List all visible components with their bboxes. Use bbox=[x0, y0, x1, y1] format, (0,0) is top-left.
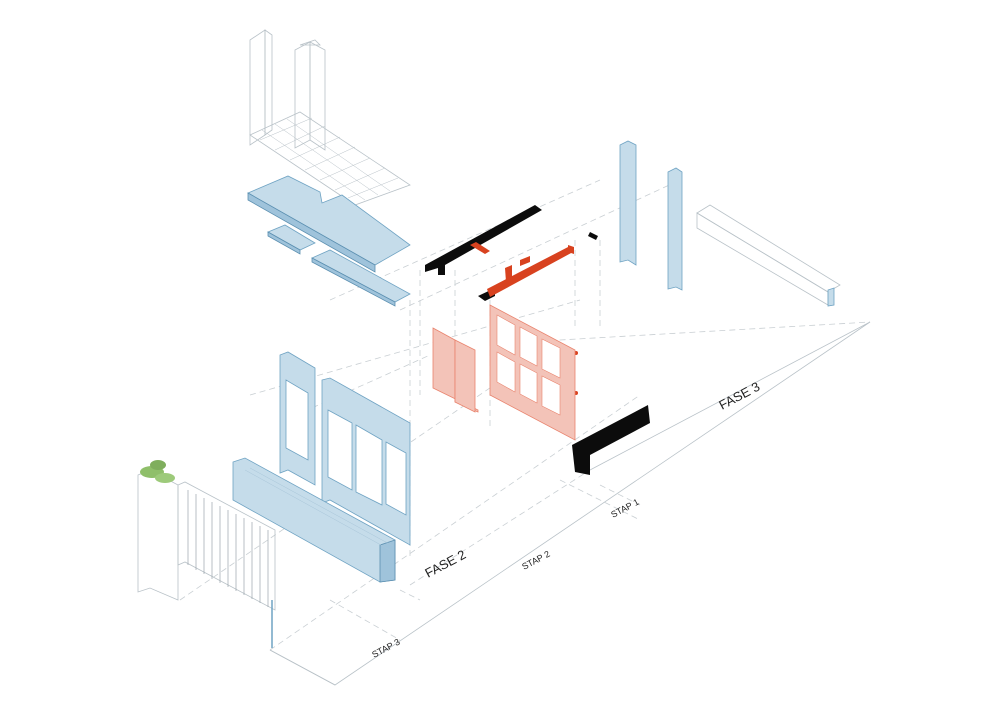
label-fase-2: FASE 2 bbox=[422, 547, 468, 581]
facade-frames bbox=[279, 351, 411, 546]
sanitary-unit-wireframe bbox=[249, 29, 411, 206]
label-stap-1: STAP 1 bbox=[609, 497, 640, 520]
facade-base-volume bbox=[232, 457, 396, 583]
label-fase-3: FASE 3 bbox=[716, 379, 762, 413]
phase-3-volume bbox=[696, 204, 841, 307]
side-wall-panels bbox=[619, 140, 683, 291]
front-garden-elements bbox=[137, 460, 276, 648]
label-stap-2: STAP 2 bbox=[520, 549, 551, 572]
new-steel-structure bbox=[470, 242, 578, 395]
new-interior-partitions bbox=[432, 304, 576, 441]
floor-slab-elements bbox=[247, 175, 411, 307]
label-stap-3: STAP 3 bbox=[370, 637, 401, 660]
plant bbox=[140, 460, 175, 483]
